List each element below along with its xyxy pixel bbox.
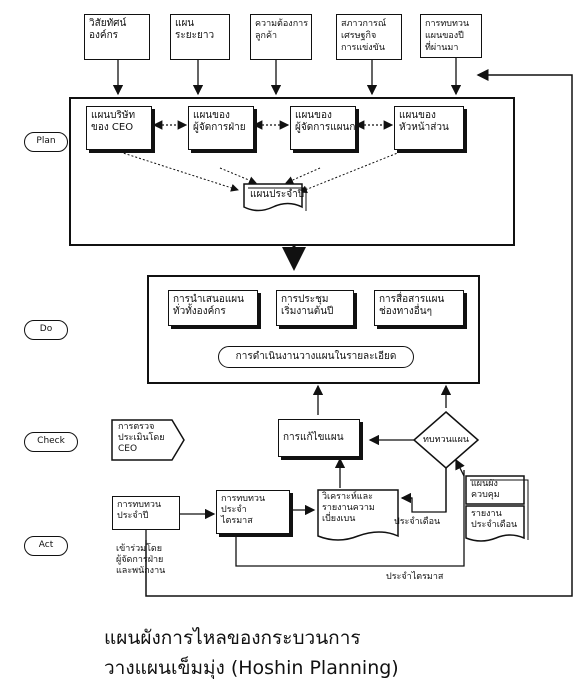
plan-section-manager: แผนของ ผู้จัดการแผนก (290, 106, 356, 150)
detailed-planning: การดำเนินงานวางแผนในรายละเอียด (218, 346, 414, 368)
do-kickoff-meeting: การประชุม เริ่มงานต้นปี (276, 290, 354, 326)
plan-unit-head: แผนของ หัวหน้าส่วน (394, 106, 464, 150)
quarter-review: การทบทวน ประจำ ไตรมาส (216, 490, 290, 534)
input-vision: วิสัยทัศน์ องค์กร (84, 14, 150, 60)
input-economy: สภาวการณ์ เศรษฐกิจ การแข่งขัน (336, 14, 402, 60)
input-customer-needs: ความต้องการ ลูกค้า (250, 14, 312, 60)
annual-review: การทบทวน ประจำปี (112, 496, 180, 530)
do-communication: การสื่อสารแผน ช่องทางอื่นๆ (374, 290, 464, 326)
plan-dept-manager: แผนของ ผู้จัดการฝ่าย (188, 106, 254, 150)
ceo-check: การตรวจ ประเมินโดย CEO (118, 422, 165, 454)
monthly-report: รายงาน ประจำเดือน (471, 509, 518, 530)
plan-ceo: แผนบริษัท ของ CEO (86, 106, 152, 150)
participants-note: เข้าร่วมโดย ผู้จัดการฝ่าย และพนักงาน (116, 544, 166, 576)
analysis-report: วิเคราะห์และ รายงานความ เบี่ยงเบน (322, 492, 375, 524)
phase-plan: Plan (24, 132, 68, 152)
phase-do: Do (24, 320, 68, 340)
annual-plan: แผนประจำปี (250, 189, 305, 200)
input-long-term-plan: แผน ระยะยาว (170, 14, 230, 60)
revise-plan: การแก้ไขแผน (278, 419, 360, 457)
caption-line-1: แผนผังการไหลของกระบวนการ (104, 627, 361, 649)
quarterly-label: ประจำไตรมาส (386, 572, 444, 582)
caption-line-2: วางแผนเข็มมุ่ง (Hoshin Planning) (104, 657, 399, 679)
input-previous-review: การทบทวน แผนของปี ที่ผ่านมา (420, 14, 482, 58)
do-presentation: การนำเสนอแผน ทั่วทั้งองค์กร (168, 290, 258, 326)
control-chart: แผนผัง ควบคุม (471, 479, 500, 500)
phase-check: Check (24, 432, 78, 452)
monthly-label: ประจำเดือน (394, 517, 441, 527)
review-plan-label: ทบทวนแผน (423, 435, 470, 445)
phase-act: Act (24, 536, 68, 556)
